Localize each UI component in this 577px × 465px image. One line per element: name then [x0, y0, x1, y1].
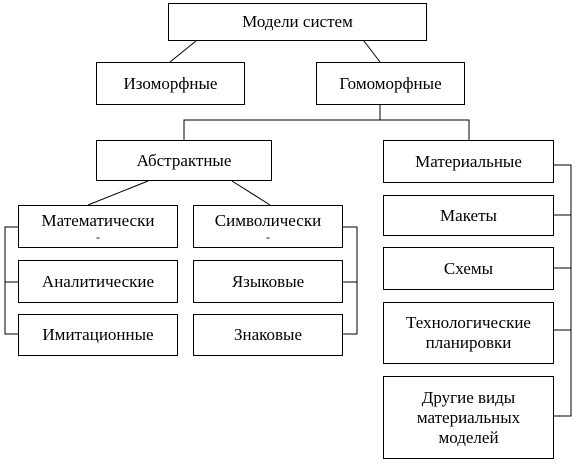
node-label: Макеты — [440, 205, 497, 225]
node-system-models: Модели систем — [168, 3, 427, 41]
connector-root-homomorphic — [363, 40, 381, 63]
node-label: Языковые — [231, 271, 305, 291]
node-label: Аналитические — [41, 271, 155, 291]
node-mathematical: Математически - — [18, 205, 178, 248]
node-analytical: Аналитические — [18, 260, 178, 303]
node-imitational: Имитационные — [18, 314, 178, 356]
bracket-mathematical-group — [4, 226, 18, 335]
node-schemes: Схемы — [383, 247, 554, 290]
node-label: Имитационные — [42, 325, 154, 344]
connector-homomorphic-children — [183, 119, 470, 140]
node-label-line: - — [266, 229, 270, 244]
node-label-line: моделей — [438, 427, 499, 447]
node-label: Материальные — [415, 151, 522, 171]
node-label: Изоморфные — [123, 73, 218, 93]
node-symbolic: Символически - — [193, 205, 343, 248]
node-other-material: Другие виды материальных моделей — [383, 376, 554, 459]
node-label: Знаковые — [233, 325, 303, 344]
node-material: Материальные — [383, 140, 554, 183]
node-label: Абстрактные — [136, 150, 232, 170]
node-label: Гомоморфные — [339, 73, 442, 93]
connector-root-isomorphic — [169, 40, 197, 63]
node-tech-layouts: Технологические планировки — [383, 302, 554, 364]
node-label: Модели систем — [242, 12, 353, 31]
node-sign: Знаковые — [193, 314, 343, 356]
node-isomorphic: Изоморфные — [96, 62, 245, 105]
node-abstract: Абстрактные — [96, 140, 272, 181]
node-mockups: Макеты — [383, 195, 554, 236]
node-label-line: планировки — [425, 333, 512, 352]
node-label: Схемы — [443, 258, 494, 278]
node-label-line: Другие виды — [421, 387, 516, 407]
node-homomorphic: Гомоморфные — [316, 62, 465, 105]
node-label-line: Математически — [41, 210, 155, 230]
node-label-line: - — [96, 229, 100, 244]
node-label-line: Символически — [214, 210, 322, 230]
bracket-material-group — [554, 164, 572, 417]
connector-abstract-symbolic — [231, 180, 271, 206]
connector-abstract-mathematical — [87, 180, 149, 206]
bracket-symbolic-group — [343, 226, 358, 335]
node-label-line: материальных — [416, 407, 521, 427]
node-linguistic: Языковые — [193, 260, 343, 303]
node-label-line: Технологические — [406, 313, 531, 332]
